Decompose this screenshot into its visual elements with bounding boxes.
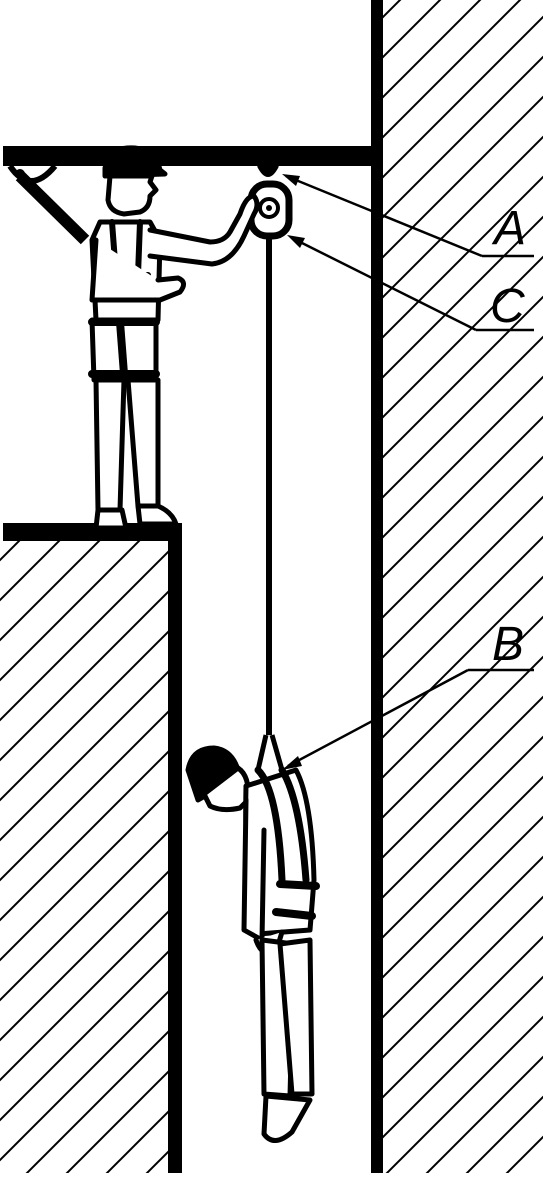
rope — [255, 236, 285, 771]
leader-lines — [282, 174, 534, 770]
label-b: B — [492, 618, 524, 671]
label-a: A — [491, 202, 526, 255]
anchor-point — [257, 165, 279, 177]
rescuer-figure — [88, 145, 260, 531]
overhead-beam — [3, 146, 373, 245]
right-wall — [371, 0, 543, 1173]
label-c: C — [490, 280, 525, 333]
suspended-worker-figure — [185, 745, 320, 1143]
left-wall — [0, 523, 182, 1173]
